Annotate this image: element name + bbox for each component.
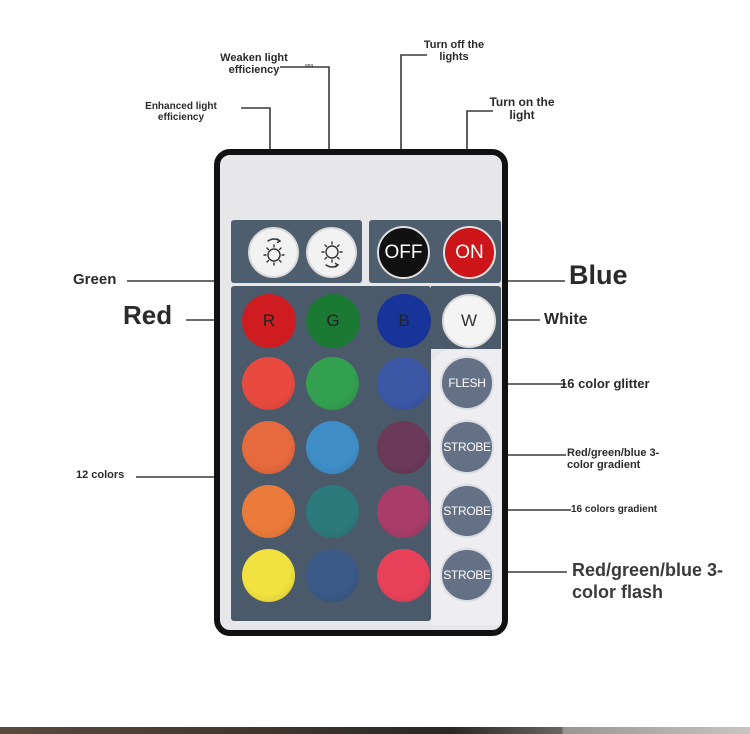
color-button-r3-c2[interactable] — [306, 485, 359, 538]
off-button[interactable]: OFF — [377, 226, 430, 279]
label-white: White — [544, 311, 588, 328]
color-button-r2-c2[interactable] — [306, 421, 359, 474]
label-red: Red — [123, 300, 173, 330]
color-button-r2-c1[interactable] — [242, 421, 295, 474]
color-button-r3-c1[interactable] — [242, 485, 295, 538]
label-glitter: 16 color glitter — [560, 376, 650, 391]
color-button-r1-c1[interactable] — [242, 357, 295, 410]
bottom-photo-strip — [0, 727, 750, 734]
strobe-button-3[interactable]: STROBE — [440, 548, 494, 602]
strobe-button-2[interactable]: STROBE — [440, 484, 494, 538]
strobe-button-1[interactable]: STROBE — [440, 420, 494, 474]
label-turn-off: Turn off the lights — [423, 39, 485, 64]
remote-control: OFF ON R G B W FLESH STROBE STROBE STROB… — [214, 149, 508, 636]
label-enhanced: Enhanced light efficiency — [145, 101, 217, 123]
sun-down-icon — [320, 240, 343, 268]
color-button-r1-c2[interactable] — [306, 357, 359, 410]
label-blue: Blue — [569, 260, 628, 290]
on-button[interactable]: ON — [443, 226, 496, 279]
green-button[interactable]: G — [306, 294, 360, 348]
color-button-r4-c3[interactable] — [377, 549, 430, 602]
red-button[interactable]: R — [242, 294, 296, 348]
color-button-r2-c3[interactable] — [377, 421, 430, 474]
label-gradient3: Red/green/blue 3-color gradient — [567, 447, 660, 472]
label-gradient16: 16 colors gradient — [571, 504, 658, 515]
color-button-r4-c1[interactable] — [242, 549, 295, 602]
color-button-r1-c3[interactable] — [377, 357, 430, 410]
label-weaken-tiny: ana — [304, 63, 314, 69]
label-12-colors: 12 colors — [76, 469, 125, 481]
label-turn-on: Turn on the light — [489, 95, 555, 123]
label-weaken: Weaken light efficiency — [220, 52, 288, 77]
brightness-up-button[interactable] — [248, 227, 299, 278]
blue-button[interactable]: B — [377, 294, 431, 348]
brightness-down-button[interactable] — [306, 227, 357, 278]
sun-up-icon — [262, 237, 285, 266]
color-button-r3-c3[interactable] — [377, 485, 430, 538]
label-flash3: Red/green/blue 3-color flash — [572, 560, 724, 602]
flesh-button[interactable]: FLESH — [440, 356, 494, 410]
color-button-r4-c2[interactable] — [306, 549, 359, 602]
label-green: Green — [73, 271, 117, 288]
white-button[interactable]: W — [442, 294, 496, 348]
